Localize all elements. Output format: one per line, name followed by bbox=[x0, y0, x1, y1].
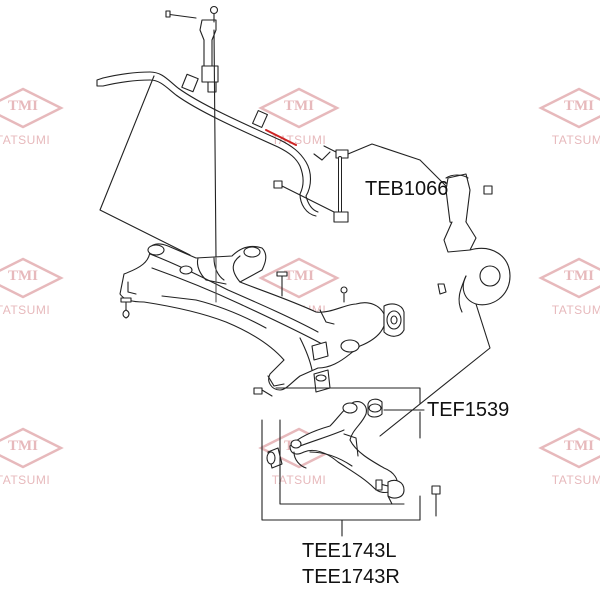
part-number-stabilizer-link: TEB1066 bbox=[365, 178, 449, 200]
bolt bbox=[120, 271, 348, 397]
part-number-arm-right: TEE1743R bbox=[302, 566, 400, 588]
lower-control-arm bbox=[289, 401, 398, 494]
leader-line bbox=[213, 29, 217, 259]
stabilizer-link bbox=[273, 143, 449, 223]
subframe-bushing bbox=[311, 303, 405, 393]
steering-knuckle bbox=[379, 173, 511, 437]
leader-line bbox=[99, 75, 191, 256]
stabilizer-bar bbox=[96, 71, 319, 217]
arm-bushing bbox=[266, 398, 383, 469]
part-number-arm-left: TEE1743L bbox=[302, 540, 397, 562]
subframe bbox=[119, 243, 385, 391]
part-number-bushing: TEF1539 bbox=[427, 399, 510, 421]
callout-lines bbox=[261, 387, 425, 537]
ball-joint bbox=[375, 479, 441, 517]
stabilizer-bracket bbox=[165, 5, 219, 93]
